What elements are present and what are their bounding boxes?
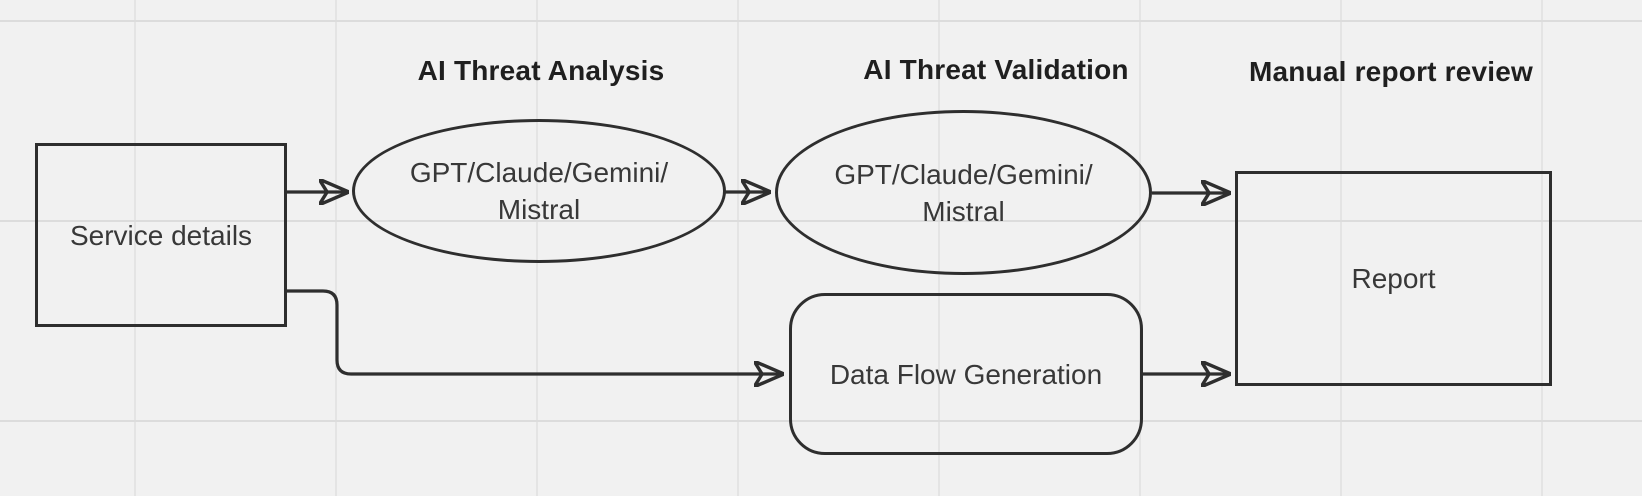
edge-service-to-dataflow[interactable] [285, 289, 783, 374]
node-service-details-label: Service details [69, 219, 253, 251]
node-validation-label-line2: Mistral [922, 195, 1005, 227]
node-ai-threat-validation-models[interactable]: GPT/Claude/Gemini/ Mistral [775, 110, 1152, 275]
heading-ai-threat-validation: AI Threat Validation [863, 54, 1129, 85]
node-ai-threat-analysis-models[interactable]: GPT/Claude/Gemini/ Mistral [352, 119, 726, 263]
heading-manual-report-review: Manual report review [1248, 56, 1534, 87]
heading-ai-threat-analysis: AI Threat Analysis [417, 55, 665, 86]
node-service-details[interactable]: Service details [35, 143, 287, 327]
node-data-flow-generation[interactable]: Data Flow Generation [789, 293, 1143, 455]
node-report-label: Report [1351, 263, 1436, 294]
node-data-flow-generation-label: Data Flow Generation [829, 358, 1103, 390]
node-report[interactable]: Report [1235, 171, 1552, 386]
node-analysis-label-line2: Mistral [497, 194, 581, 225]
node-analysis-label-line1: GPT/Claude/Gemini/ [409, 157, 669, 188]
node-validation-label-line1: GPT/Claude/Gemini/ [834, 158, 1093, 190]
